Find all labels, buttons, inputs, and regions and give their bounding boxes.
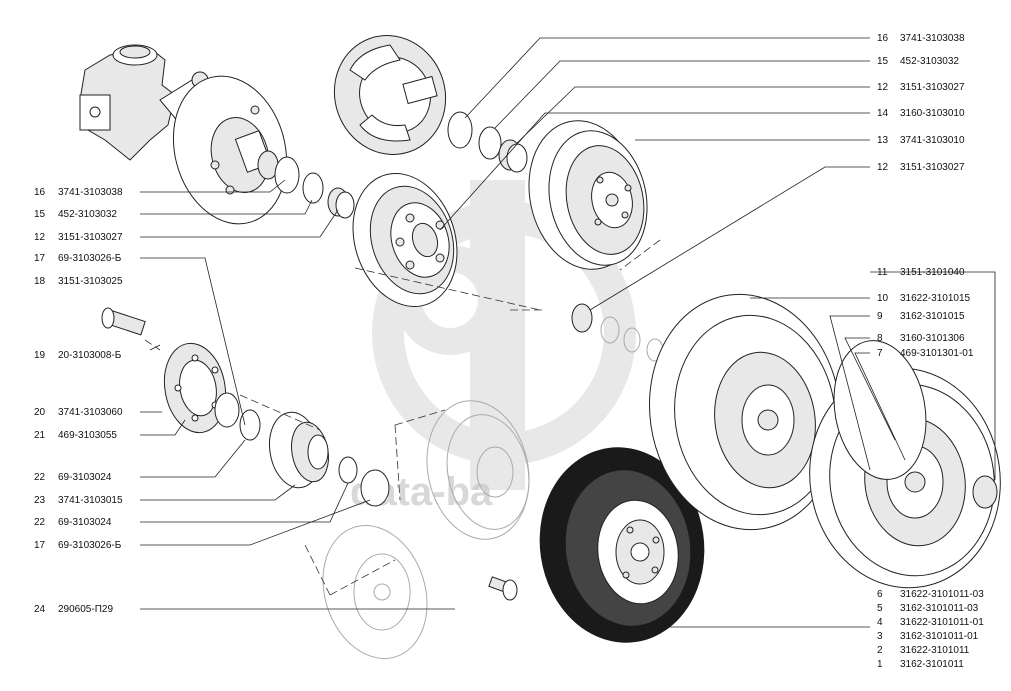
callout-number: 7	[877, 348, 883, 359]
callout-number: 2	[877, 645, 883, 656]
callout-part-code: 3741-3103060	[58, 407, 123, 418]
callout-number: 10	[877, 293, 889, 304]
callout-number: 20	[34, 407, 46, 418]
callout-part-code: 69-3103024	[58, 517, 112, 528]
callout-number: 12	[34, 232, 46, 243]
ghost-disc-icon	[322, 525, 428, 659]
callout-part-code: 69-3103026-Б	[58, 253, 122, 264]
callout-number: 19	[34, 350, 46, 361]
callout-number: 11	[877, 267, 888, 278]
seal-ring-icon	[338, 456, 390, 507]
callout-number: 3	[877, 631, 883, 642]
callout-part-code: 69-3103024	[58, 472, 112, 483]
tire-icon	[539, 447, 705, 643]
wheel-rim-icon	[649, 293, 841, 531]
callout-part-code: 31622-3101011-01	[900, 617, 984, 628]
callout-number: 17	[34, 540, 46, 551]
callout-part-code: 3162-3101015	[900, 311, 965, 322]
callout-part-code: 3151-3103025	[58, 276, 123, 287]
callout-part-code: 3160-3103010	[900, 108, 965, 119]
callout-part-code: 3160-3101306	[900, 333, 965, 344]
callout-number: 14	[877, 108, 889, 119]
callout-part-code: 469-3103055	[58, 430, 117, 441]
callout-part-code: 3151-3103027	[900, 82, 965, 93]
callout-part-code: 3162-3101011-01	[900, 631, 979, 642]
callout-number: 21	[34, 430, 46, 441]
callout-part-code: 3741-3103015	[58, 495, 123, 506]
seal-ring-icon	[447, 111, 502, 160]
leader-lines-right	[439, 37, 996, 628]
callout-number: 12	[877, 162, 889, 173]
hub-icon	[163, 342, 227, 434]
callout-number: 8	[877, 333, 883, 344]
bearing-icon	[498, 139, 528, 173]
callout-part-code: 452-3103032	[900, 56, 959, 67]
callout-part-code: 69-3103026-Б	[58, 540, 122, 551]
brake-disc-icon	[352, 173, 458, 307]
callout-part-code: 469-3101301-01	[900, 348, 974, 359]
callout-number: 24	[34, 604, 46, 615]
callout-part-code: 31622-3101015	[900, 293, 971, 304]
callout-part-code: 3151-3101040	[900, 267, 965, 278]
callout-number: 4	[877, 617, 883, 628]
callout-part-code: 452-3103032	[58, 209, 117, 220]
callout-part-code: 3741-3103038	[900, 33, 965, 44]
drum-brake-plate-icon	[333, 35, 447, 155]
wheel-stud-icon	[101, 307, 146, 336]
callout-number: 16	[34, 187, 46, 198]
callout-number: 9	[877, 311, 883, 322]
callout-part-code: 290605-П29	[58, 604, 113, 615]
bearing-icon	[571, 303, 664, 362]
seal-ring-icon	[214, 392, 261, 441]
callout-number: 12	[877, 82, 889, 93]
ghost-drum-icon	[426, 400, 530, 540]
callout-part-code: 3162-3101011-03	[900, 603, 979, 614]
callout-number: 6	[877, 589, 883, 600]
callout-part-code: 3151-3103027	[900, 162, 965, 173]
callout-number: 15	[34, 209, 46, 220]
callout-part-code: 3162-3101011	[900, 659, 964, 670]
callouts-left: 16 3741-3103038 15 452-3103032 12 3151-310302…	[34, 187, 123, 615]
callout-part-code: 3151-3103027	[58, 232, 123, 243]
hub-icon	[269, 411, 329, 489]
callout-part-code: 3741-3103038	[58, 187, 123, 198]
callout-number: 22	[34, 472, 46, 483]
callout-number: 16	[877, 33, 889, 44]
bearing-icon	[327, 187, 355, 219]
callout-part-code: 31622-3101011	[900, 645, 970, 656]
callout-number: 5	[877, 603, 883, 614]
callout-number: 23	[34, 495, 46, 506]
callout-number: 18	[34, 276, 46, 287]
callout-number: 1	[877, 659, 883, 670]
seal-ring-icon	[274, 156, 324, 204]
leader-lines-left	[140, 179, 455, 610]
callout-part-code: 31622-3101011-03	[900, 589, 984, 600]
callout-number: 22	[34, 517, 46, 528]
callout-number: 17	[34, 253, 46, 264]
callout-number: 15	[877, 56, 889, 67]
brake-drum-icon	[528, 120, 648, 270]
callout-number: 13	[877, 135, 889, 146]
callout-part-code: 3741-3103010	[900, 135, 965, 146]
bolt-icon	[488, 576, 518, 601]
callout-part-code: 20-3103008-Б	[58, 350, 122, 361]
